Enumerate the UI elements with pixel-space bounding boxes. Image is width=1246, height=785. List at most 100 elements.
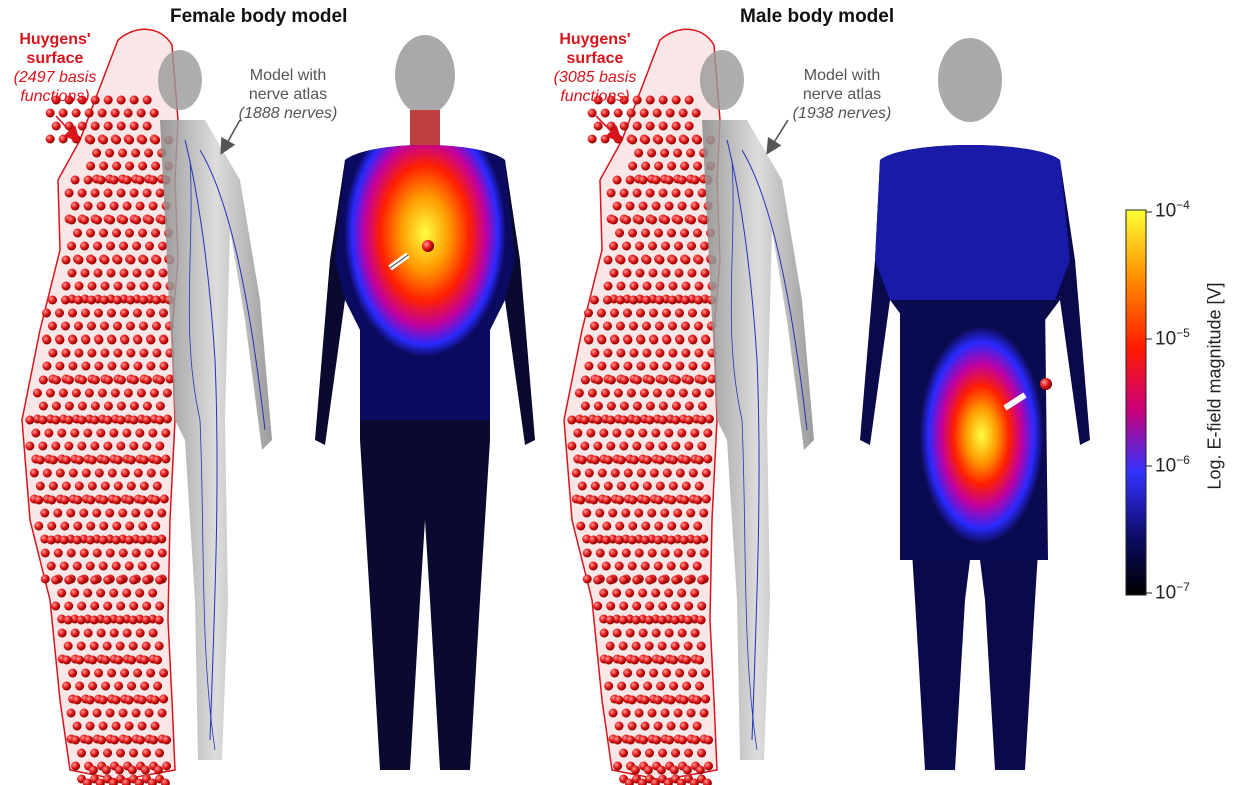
basis-function-dot [158, 709, 167, 718]
basis-function-dot [133, 669, 142, 678]
basis-function-dot [153, 456, 162, 465]
basis-function-dot [680, 722, 689, 731]
basis-function-dot [39, 402, 48, 411]
male-nerve-model [700, 50, 814, 760]
basis-function-dot [142, 576, 151, 585]
basis-function-dot [659, 376, 668, 385]
basis-function-dot [675, 309, 684, 318]
basis-function-dot [677, 589, 686, 598]
basis-function-dot [646, 96, 655, 105]
basis-function-dot [77, 576, 86, 585]
basis-function-dot [101, 456, 110, 465]
basis-function-dot [99, 229, 108, 238]
basis-function-dot [703, 455, 712, 464]
basis-function-dot [119, 216, 128, 225]
basis-function-dot [138, 536, 147, 545]
basis-function-dot [122, 589, 131, 598]
basis-function-dot [140, 656, 149, 665]
basis-function-dot [656, 682, 665, 691]
basis-function-dot [671, 602, 680, 611]
basis-function-dot [126, 296, 135, 305]
basis-function-dot [52, 376, 61, 385]
basis-function-dot [157, 509, 166, 518]
basis-function-dot [698, 376, 707, 385]
basis-function-dot [680, 229, 689, 238]
basis-function-dot [619, 616, 628, 625]
basis-function-dot [591, 482, 600, 491]
basis-function-dot [673, 509, 682, 518]
basis-function-dot [101, 682, 110, 691]
basis-function-dot [671, 416, 680, 425]
basis-function-dot [693, 522, 702, 531]
basis-function-dot [88, 656, 97, 665]
basis-function-dot [84, 736, 93, 745]
basis-function-dot [657, 766, 666, 775]
basis-function-dot [586, 429, 595, 438]
basis-function-dot [46, 135, 55, 144]
basis-function-dot [129, 416, 138, 425]
basis-function-dot [88, 256, 97, 265]
basis-function-dot [643, 282, 652, 291]
basis-function-dot [607, 402, 616, 411]
basis-function-dot [78, 122, 87, 131]
basis-function-dot [648, 709, 657, 718]
basis-function-dot [155, 642, 164, 651]
basis-function-dot [610, 362, 619, 371]
basis-function-dot [139, 349, 148, 358]
basis-function-dot [584, 362, 593, 371]
basis-function-dot [612, 589, 621, 598]
basis-function-dot [134, 469, 143, 478]
basis-function-dot [118, 149, 127, 158]
basis-function-dot [700, 242, 709, 251]
basis-function-dot [628, 229, 637, 238]
basis-function-dot [623, 269, 632, 278]
basis-function-dot [698, 402, 707, 411]
basis-function-dot [693, 536, 702, 545]
basis-function-dot [692, 389, 701, 398]
basis-function-dot [701, 269, 710, 278]
basis-function-dot [599, 589, 608, 598]
basis-function-dot [136, 736, 145, 745]
basis-function-dot [49, 482, 58, 491]
basis-function-dot [693, 696, 702, 705]
basis-function-dot [152, 322, 161, 331]
basis-function-dot [123, 736, 132, 745]
basis-function-dot [129, 749, 138, 758]
basis-function-dot [67, 216, 76, 225]
basis-function-dot [93, 709, 102, 718]
basis-function-dot [143, 402, 152, 411]
basis-function-dot [662, 362, 671, 371]
basis-function-dot [114, 256, 123, 265]
basis-function-dot [148, 589, 157, 598]
basis-function-dot [137, 389, 146, 398]
basis-function-dot [77, 442, 86, 451]
male-field-model [860, 38, 1090, 770]
basis-function-dot [705, 389, 714, 398]
basis-function-dot [700, 549, 709, 558]
basis-function-dot [634, 149, 643, 158]
basis-function-dot [143, 96, 152, 105]
basis-function-dot [678, 176, 687, 185]
basis-function-dot [71, 629, 80, 638]
basis-function-dot [686, 509, 695, 518]
basis-function-dot [667, 229, 676, 238]
basis-function-dot [691, 736, 700, 745]
basis-function-dot [609, 549, 618, 558]
basis-function-dot [140, 282, 149, 291]
basis-function-dot [661, 216, 670, 225]
female-nerve-model [158, 50, 272, 760]
basis-function-dot [641, 136, 650, 145]
basis-function-dot [133, 362, 142, 371]
basis-function-dot [155, 749, 164, 758]
basis-function-dot [58, 629, 67, 638]
basis-function-dot [142, 416, 151, 425]
basis-function-dot [627, 389, 636, 398]
basis-function-dot [25, 416, 34, 425]
basis-function-dot [633, 376, 642, 385]
basis-function-dot [691, 202, 700, 211]
basis-function-dot [701, 336, 710, 345]
male-huygens-count: (3085 basis functions) [550, 68, 640, 106]
basis-function-dot [653, 389, 662, 398]
basis-function-dot [697, 576, 706, 585]
basis-function-dot [90, 749, 99, 758]
